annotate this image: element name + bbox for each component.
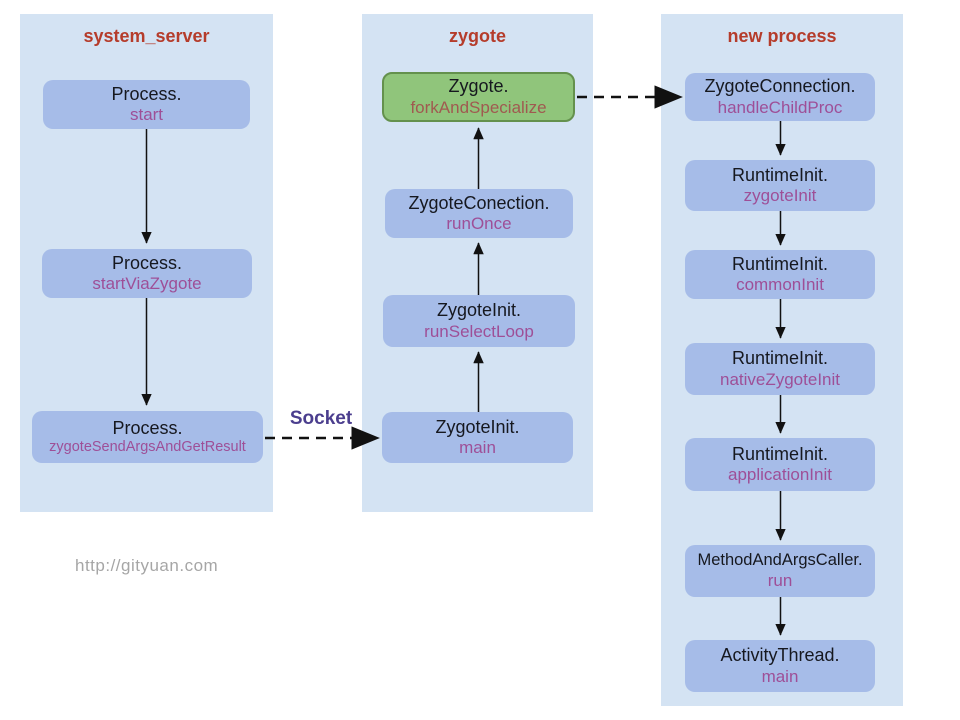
- box-runtimeinit-commoninit: RuntimeInit. commonInit: [685, 250, 875, 299]
- box-class-name: RuntimeInit.: [731, 348, 829, 368]
- box-process-zygotesendargsandgetresult: Process. zygoteSendArgsAndGetResult: [32, 411, 263, 463]
- box-method-name: zygoteInit: [743, 186, 817, 206]
- box-class-name: Process.: [111, 252, 183, 273]
- box-method-name: zygoteSendArgsAndGetResult: [49, 439, 246, 456]
- box-method-name: startViaZygote: [92, 274, 202, 294]
- column-title-system-server: system_server: [83, 26, 210, 46]
- column-title-new-process: new process: [727, 26, 837, 46]
- box-method-name: start: [129, 105, 164, 125]
- column-title-zygote: zygote: [448, 26, 506, 46]
- box-method-name: nativeZygoteInit: [719, 369, 840, 389]
- box-method-name: applicationInit: [728, 465, 832, 485]
- box-class-name: RuntimeInit.: [731, 443, 829, 464]
- box-class-name: Process.: [111, 83, 182, 104]
- box-runtimeinit-nativezygoteinit: RuntimeInit. nativeZygoteInit: [685, 343, 875, 395]
- box-runtimeinit-applicationinit: RuntimeInit. applicationInit: [685, 438, 875, 491]
- box-methodandargscaller-run: MethodAndArgsCaller. run: [685, 545, 875, 597]
- box-class-name: ZygoteConection.: [408, 192, 550, 213]
- box-method-name: commonInit: [736, 275, 824, 295]
- box-class-name: ActivityThread.: [720, 645, 840, 665]
- box-method-name: run: [767, 570, 793, 590]
- box-class-name: Zygote.: [448, 76, 509, 96]
- box-zygote-forkandspecialize: Zygote. forkAndSpecialize: [382, 72, 575, 122]
- box-zygoteconnection-handlechildproc: ZygoteConnection. handleChildProc: [685, 73, 875, 121]
- box-method-name: handleChildProc: [717, 97, 843, 117]
- box-process-start: Process. start: [43, 80, 250, 129]
- box-class-name: ZygoteInit.: [435, 416, 520, 437]
- box-class-name: RuntimeInit.: [731, 164, 829, 185]
- box-method-name: main: [761, 666, 799, 686]
- box-runtimeinit-zygoteinit: RuntimeInit. zygoteInit: [685, 160, 875, 211]
- box-class-name: ZygoteInit.: [436, 300, 522, 320]
- box-zygoteinit-main: ZygoteInit. main: [382, 412, 573, 463]
- box-activitythread-main: ActivityThread. main: [685, 640, 875, 692]
- box-method-name: forkAndSpecialize: [410, 97, 547, 117]
- socket-label: Socket: [289, 408, 353, 429]
- box-class-name: MethodAndArgsCaller.: [697, 550, 863, 569]
- box-class-name: Process.: [112, 417, 183, 438]
- box-zygoteinit-runselectloop: ZygoteInit. runSelectLoop: [383, 295, 575, 347]
- watermark: http://gityuan.com: [75, 556, 219, 575]
- box-method-name: runSelectLoop: [424, 321, 534, 341]
- box-zygoteconection-runonce: ZygoteConection. runOnce: [385, 189, 573, 238]
- box-method-name: main: [459, 438, 496, 458]
- box-process-startviazygote: Process. startViaZygote: [42, 249, 252, 298]
- box-method-name: runOnce: [446, 214, 512, 234]
- box-class-name: ZygoteConnection.: [704, 76, 856, 96]
- box-class-name: RuntimeInit.: [731, 253, 829, 274]
